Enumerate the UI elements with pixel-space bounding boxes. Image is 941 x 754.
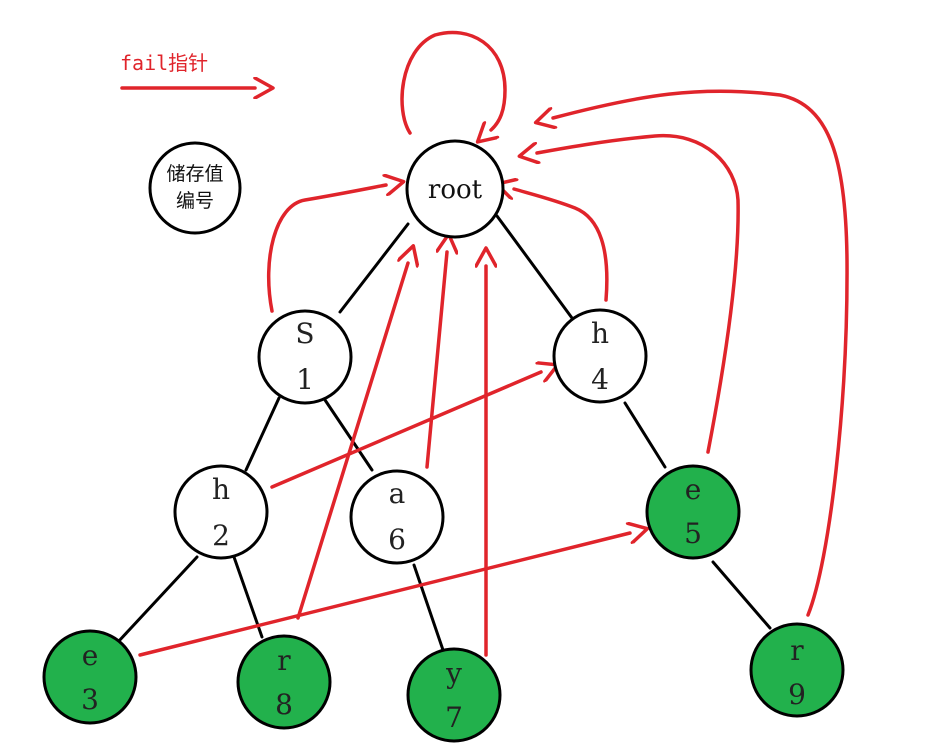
node-1-id: 1 — [296, 363, 314, 396]
tree-edges — [116, 214, 772, 652]
node-root-label: root — [428, 175, 483, 205]
node-9: r 9 — [749, 622, 845, 718]
node-2-id: 2 — [212, 519, 230, 552]
fail-pointers — [138, 30, 849, 657]
legend: fail指针 储存值 编号 — [120, 51, 255, 235]
edge-n2-n8 — [232, 555, 264, 639]
node-8-circle — [236, 634, 332, 730]
node-3-value: e — [82, 639, 99, 672]
fail-n1-to-root — [266, 185, 386, 313]
node-root: root — [405, 139, 505, 239]
fail-n5-to-root — [537, 134, 740, 454]
node-8: r 8 — [236, 634, 332, 730]
fail-n4-to-root — [514, 189, 609, 302]
fail-n9-to-root — [553, 89, 849, 617]
node-1-value: S — [295, 317, 314, 350]
edge-n5-n9 — [711, 560, 772, 630]
node-4-circle — [552, 308, 648, 404]
node-6-value: a — [389, 477, 406, 510]
fail-pointer-label: fail指针 — [120, 51, 208, 75]
edge-n6-n7 — [412, 563, 445, 652]
fail-n3-to-n5 — [138, 533, 630, 657]
node-4: h 4 — [552, 308, 648, 404]
edge-root-n1 — [338, 222, 410, 314]
edge-n1-n2 — [244, 396, 281, 472]
node-5: e 5 — [645, 464, 741, 560]
node-2: h 2 — [173, 464, 269, 560]
node-6-id: 6 — [388, 523, 406, 556]
node-7-circle — [406, 647, 502, 743]
node-3: e 3 — [42, 629, 138, 725]
node-7-id: 7 — [445, 701, 463, 734]
node-2-value: h — [212, 473, 230, 506]
node-5-id: 5 — [684, 517, 702, 550]
node-2-circle — [173, 464, 269, 560]
edge-n1-n6 — [323, 398, 374, 472]
legend-circle-line2: 编号 — [176, 190, 214, 212]
node-5-circle — [645, 464, 741, 560]
node-1: S 1 — [257, 309, 353, 405]
node-7-value: y — [445, 657, 462, 690]
node-6: a 6 — [349, 469, 445, 565]
edge-n4-n5 — [623, 401, 667, 469]
node-3-id: 3 — [81, 683, 99, 716]
node-1-circle — [257, 309, 353, 405]
node-8-id: 8 — [275, 688, 293, 721]
node-4-value: h — [591, 317, 609, 350]
fail-root-self-loop — [400, 30, 507, 133]
node-8-value: r — [277, 644, 291, 677]
node-9-id: 9 — [788, 678, 806, 711]
trie-nodes: root S 1 h 4 h 2 a 6 e 5 — [42, 139, 845, 743]
node-4-id: 4 — [591, 363, 609, 396]
edge-n2-n3 — [116, 555, 199, 644]
node-9-circle — [749, 622, 845, 718]
node-root-circle — [405, 139, 505, 239]
fail-n2-to-n4 — [270, 372, 541, 489]
node-5-value: e — [685, 473, 702, 506]
legend-circle — [148, 141, 242, 235]
fail-n8-to-root — [296, 263, 408, 620]
fail-n6-to-root — [425, 252, 447, 469]
edge-root-n4 — [495, 214, 574, 320]
node-3-circle — [42, 629, 138, 725]
node-9-value: r — [790, 634, 804, 667]
node-7: y 7 — [406, 647, 502, 743]
legend-circle-line1: 储存值 — [166, 163, 223, 185]
node-6-circle — [349, 469, 445, 565]
